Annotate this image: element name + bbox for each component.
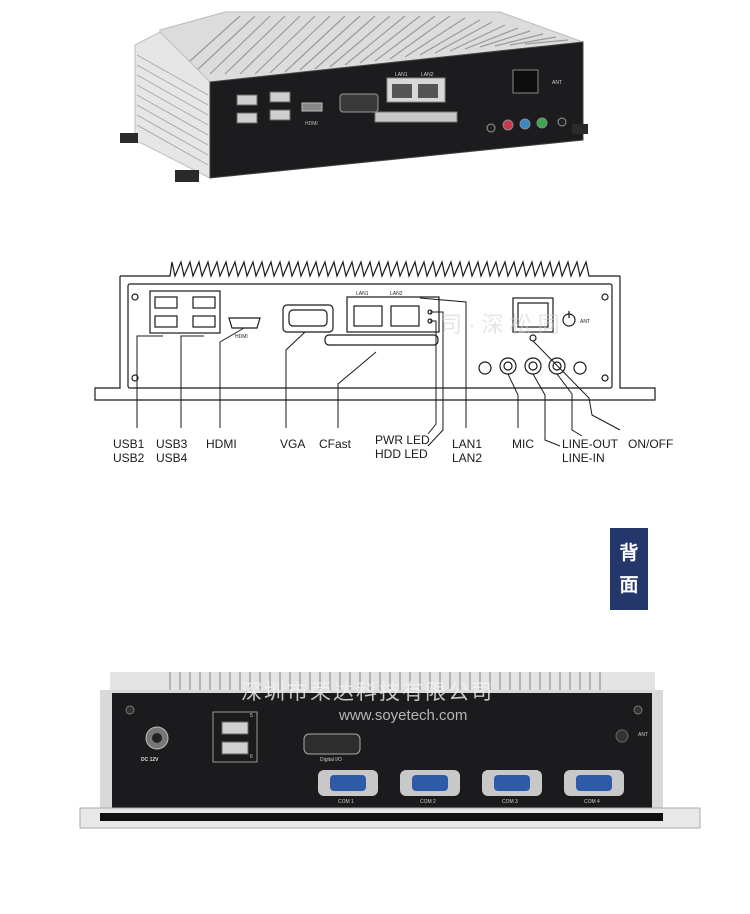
dc-mark: DC 12V xyxy=(141,757,159,763)
usb5-port-icon xyxy=(221,721,249,735)
lan1-mark: LAN1 xyxy=(395,72,408,78)
diagram-lan1-mark: LAN1 xyxy=(356,291,369,297)
rear-photo xyxy=(79,672,701,829)
com4-mark: COM 4 xyxy=(584,799,600,805)
lan2-mark: LAN2 xyxy=(421,72,434,78)
label-usb1-usb2: USB1 USB2 xyxy=(113,437,145,465)
badge-char-1: 背 xyxy=(619,542,639,564)
rear-ant-mark: ANT xyxy=(638,732,648,738)
diagram-ant-mark: ANT xyxy=(580,319,590,325)
digital-io-mark: Digital I/O xyxy=(320,757,342,763)
badge-char-2: 面 xyxy=(619,574,639,596)
com1-mark: COM 1 xyxy=(338,799,354,805)
usb5-mark: 5 xyxy=(250,713,253,719)
rear-panel xyxy=(112,693,652,815)
diagram-watermark: 司 · 深 松 同 xyxy=(440,312,560,337)
diagram-hdmi-mark: HDMI xyxy=(235,334,248,340)
label-cfast: CFast xyxy=(319,437,352,451)
watermark-url: www.soyetech.com xyxy=(339,707,468,724)
label-hdmi: HDMI xyxy=(206,437,237,451)
line-in-jack-icon xyxy=(519,118,531,130)
rear-view-badge: 背 面 xyxy=(610,528,648,610)
mic-jack-icon xyxy=(502,119,514,131)
usb6-mark: 6 xyxy=(250,754,253,760)
line-out-jack-icon xyxy=(536,117,548,129)
label-mic: MIC xyxy=(512,437,534,451)
digital-io-port-icon xyxy=(303,733,361,755)
com2-mark: COM 2 xyxy=(420,799,436,805)
heatsink-top xyxy=(159,11,584,83)
diagram-chassis xyxy=(94,276,656,401)
front-photo: HDMI LAN1 LAN2 ANT xyxy=(120,11,588,182)
usb-port-icon xyxy=(236,91,291,124)
front-diagram: LAN1 LAN2 HDMI ANT 司 · 深 松 同 xyxy=(94,260,656,447)
antenna-hole-icon xyxy=(615,729,629,743)
diagram-heatsink xyxy=(120,260,620,278)
label-pwr-hdd-led: PWR LED HDD LED xyxy=(375,433,430,461)
label-vga: VGA xyxy=(280,437,306,451)
com3-mark: COM 3 xyxy=(502,799,518,805)
label-on-off: ON/OFF xyxy=(628,437,674,451)
cfast-slot-icon xyxy=(374,111,458,123)
label-line-out-line-in: LINE-OUT LINE-IN xyxy=(562,437,619,465)
usb6-port-icon xyxy=(221,741,249,755)
vga-port-icon xyxy=(339,93,379,113)
label-usb3-usb4: USB3 USB4 xyxy=(156,437,188,465)
hdmi-port-icon xyxy=(301,102,323,112)
ant-mark: ANT xyxy=(552,80,562,86)
front-panel xyxy=(209,41,584,179)
diagram-lan2-mark: LAN2 xyxy=(390,291,403,297)
usb56-frame xyxy=(212,711,258,763)
hdmi-mark: HDMI xyxy=(305,121,318,127)
watermark-company: 深圳市荣达科技有限公司 xyxy=(241,680,494,704)
com-port-icons xyxy=(318,770,624,796)
label-lan1-lan2: LAN1 LAN2 xyxy=(452,437,483,465)
power-button-icon xyxy=(512,69,539,94)
leader-lines xyxy=(136,297,621,447)
